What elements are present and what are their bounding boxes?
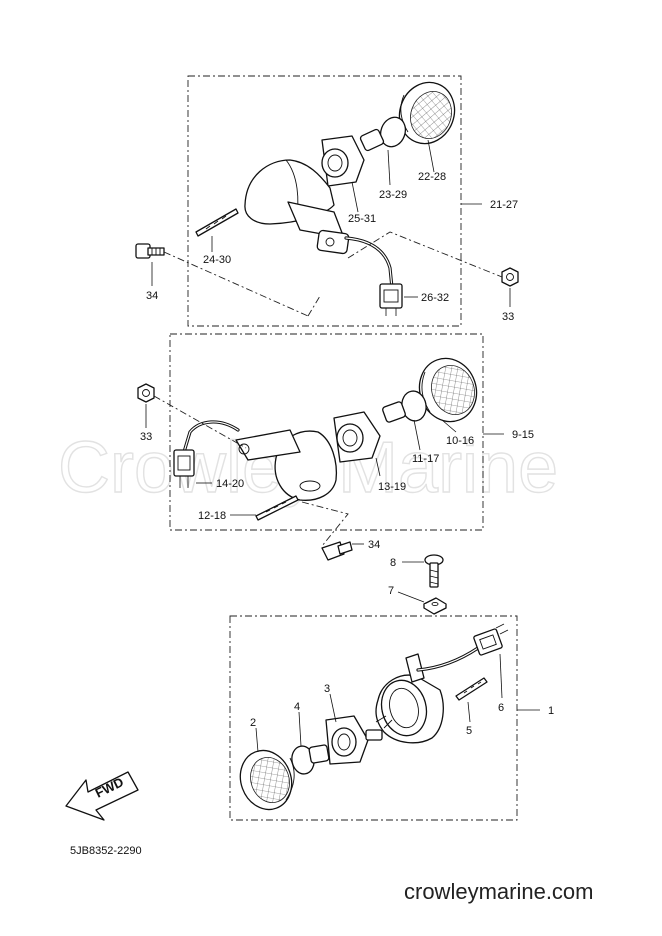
screw-12-18: [255, 495, 299, 521]
callout-8: 8: [390, 557, 396, 569]
socket-bottom: [325, 715, 383, 765]
drawing-code: 5JB8352-2290: [70, 845, 142, 857]
callout-14-20: 14-20: [216, 478, 244, 490]
forward-arrow-icon: [65, 771, 139, 821]
callout-3: 3: [324, 683, 330, 695]
callout-4: 4: [294, 701, 300, 713]
nut-33-middle: [137, 383, 155, 403]
callout-2: 2: [250, 717, 256, 729]
housing-bottom: [375, 653, 444, 744]
callout-26-32: 26-32: [421, 292, 449, 304]
group-bottom-turn-signal: 1 2 3 4 5 6: [229, 615, 554, 821]
bolt-34-top: [135, 243, 165, 259]
nut-33-top: [501, 267, 519, 287]
group-top-boundary: [187, 75, 462, 327]
group-bottom-boundary: [229, 615, 518, 821]
callout-22-28: 22-28: [418, 171, 446, 183]
callout-34-top: 34: [146, 290, 158, 302]
socket-top: [321, 135, 365, 187]
nut-7: [423, 597, 447, 615]
housing-middle: [235, 429, 338, 501]
screw-24-30: [195, 208, 239, 237]
callout-10-16: 10-16: [446, 435, 474, 447]
screw-8: [424, 554, 444, 588]
bulb-middle: [382, 390, 427, 423]
callout-23-29: 23-29: [379, 189, 407, 201]
callout-25-31: 25-31: [348, 213, 376, 225]
wire-connector-bottom: [416, 623, 509, 672]
callout-34-middle: 34: [368, 539, 380, 551]
callout-33-top: 33: [502, 311, 514, 323]
wire-connector-top: [344, 236, 403, 316]
loose-parts: 34 8 7: [321, 539, 447, 615]
lens-top: [398, 81, 456, 145]
bulb-bottom: [291, 744, 330, 775]
socket-middle: [333, 411, 381, 463]
callout-9-15: 9-15: [512, 429, 534, 441]
group-middle-boundary: [169, 333, 484, 531]
bolt-34-middle: [321, 541, 353, 561]
callout-24-30: 24-30: [203, 254, 231, 266]
callout-6: 6: [498, 702, 504, 714]
group-top-turn-signal: 21-27 22-28 23-29 25-31 24-30 34 33 26-3…: [135, 75, 519, 327]
callout-12-18: 12-18: [198, 510, 226, 522]
forward-arrow: FWD: [65, 771, 139, 821]
website-footer: crowleymarine.com: [404, 879, 594, 904]
group-middle-turn-signal: 9-15 10-16 11-17 13-19 33 14-20 12-18: [137, 333, 534, 547]
callout-33-middle: 33: [140, 431, 152, 443]
bulb-top: [359, 116, 407, 152]
housing-top: [244, 159, 350, 255]
callout-5: 5: [466, 725, 472, 737]
wire-connector-middle: [173, 420, 240, 488]
callout-13-19: 13-19: [378, 481, 406, 493]
lens-bottom: [239, 749, 295, 811]
screw-5: [455, 677, 488, 701]
lens-middle: [418, 357, 478, 423]
callout-11-17: 11-17: [412, 453, 439, 465]
callout-7: 7: [388, 585, 394, 597]
callout-1: 1: [548, 705, 554, 717]
callout-21-27: 21-27: [490, 199, 518, 211]
